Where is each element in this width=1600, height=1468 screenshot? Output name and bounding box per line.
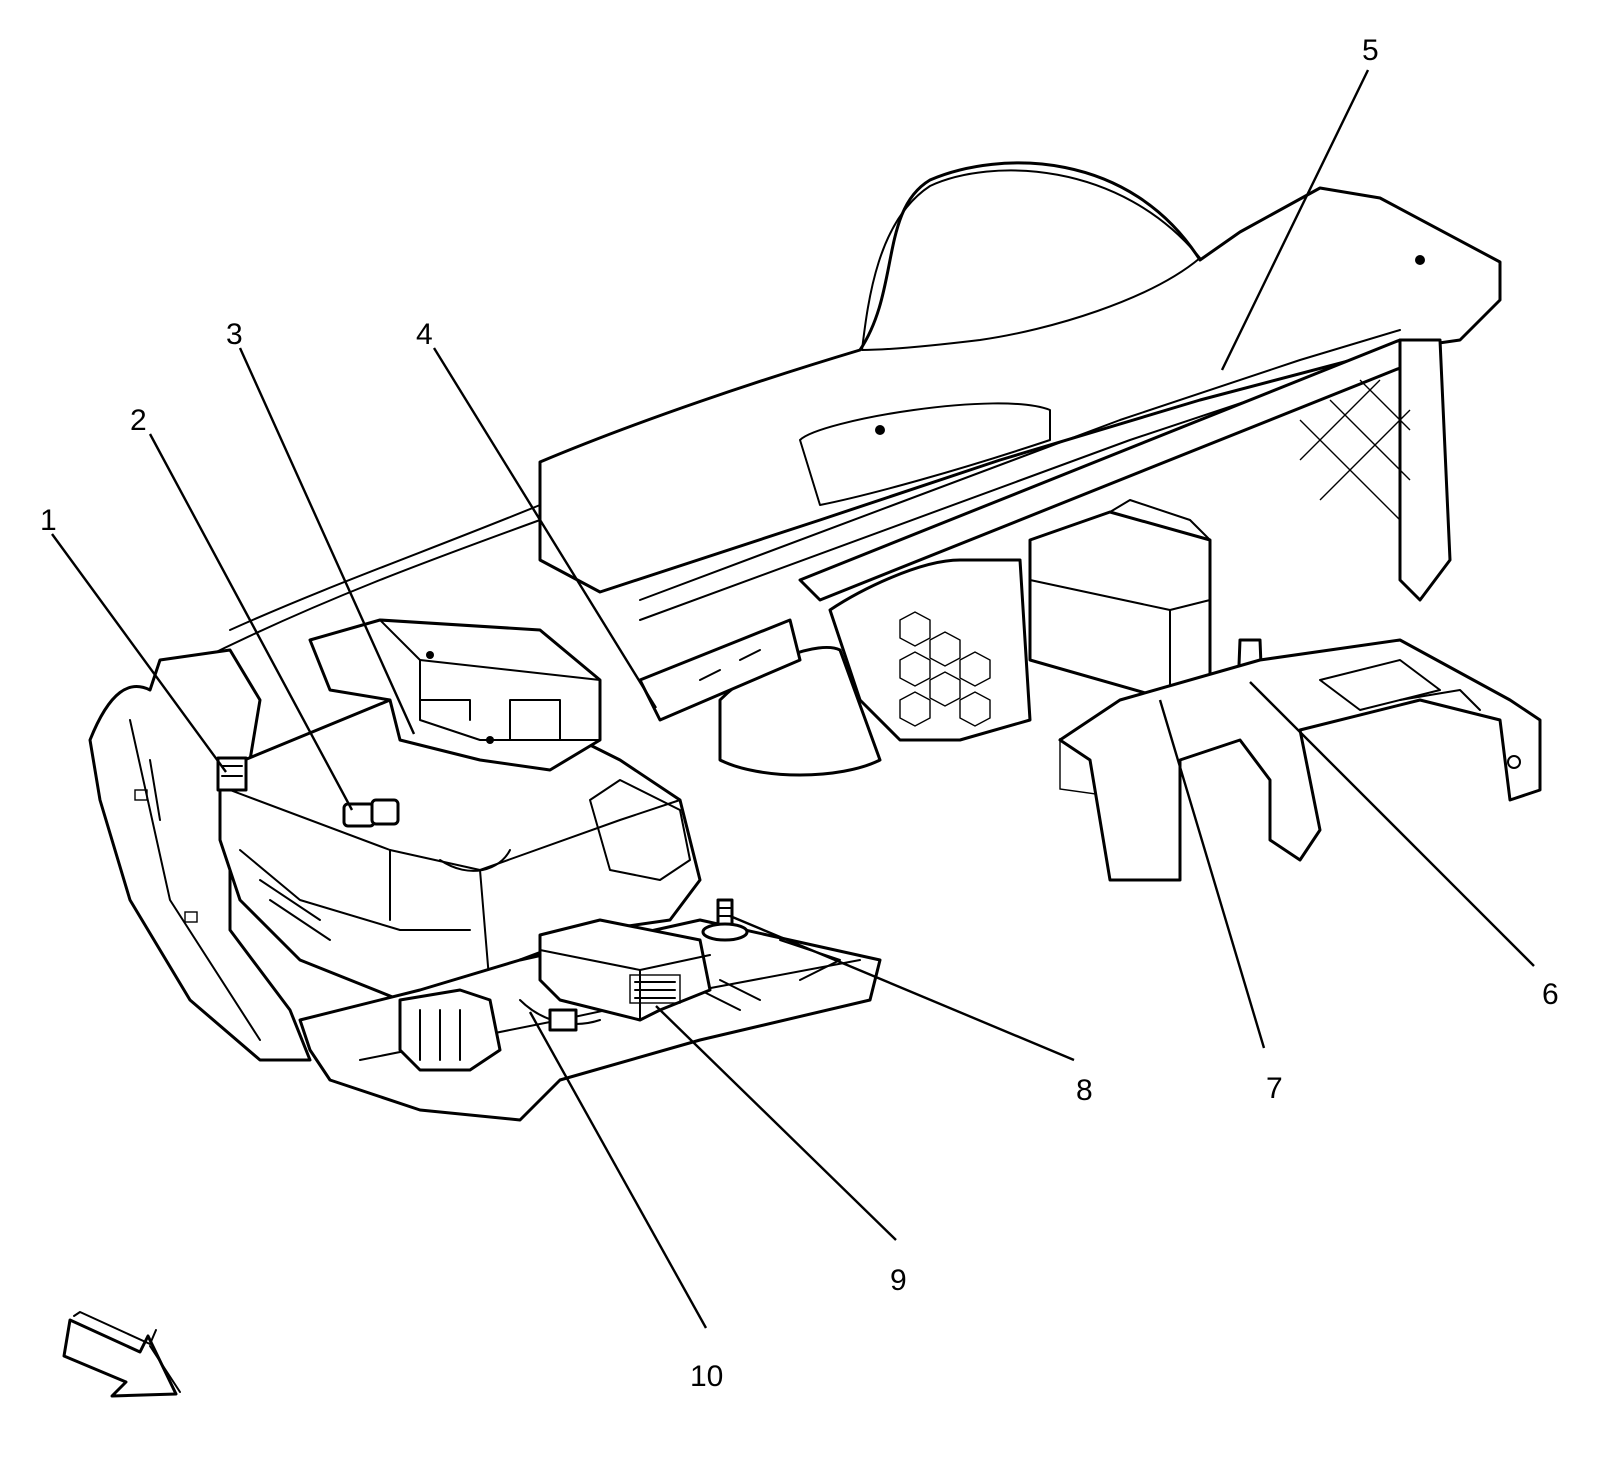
callout-1: 1 [40, 504, 57, 537]
callout-10: 10 [690, 1360, 723, 1393]
callout-6: 6 [1542, 978, 1559, 1011]
callout-3: 3 [226, 318, 243, 351]
connector-2-shape [342, 798, 400, 828]
callout-labels: 1 2 3 4 5 6 7 8 9 10 [40, 34, 1559, 1393]
callout-4: 4 [416, 318, 433, 351]
callout-5: 5 [1362, 34, 1379, 67]
leader-lines [51, 69, 1535, 1329]
forward-direction-arrow-icon [62, 1311, 181, 1398]
callout-2: 2 [130, 404, 147, 437]
callout-9: 9 [890, 1264, 907, 1297]
stud-8-shape [701, 898, 749, 942]
callout-8: 8 [1076, 1074, 1093, 1107]
instrument-panel-assembly [88, 161, 1542, 1122]
callout-7: 7 [1266, 1072, 1283, 1105]
